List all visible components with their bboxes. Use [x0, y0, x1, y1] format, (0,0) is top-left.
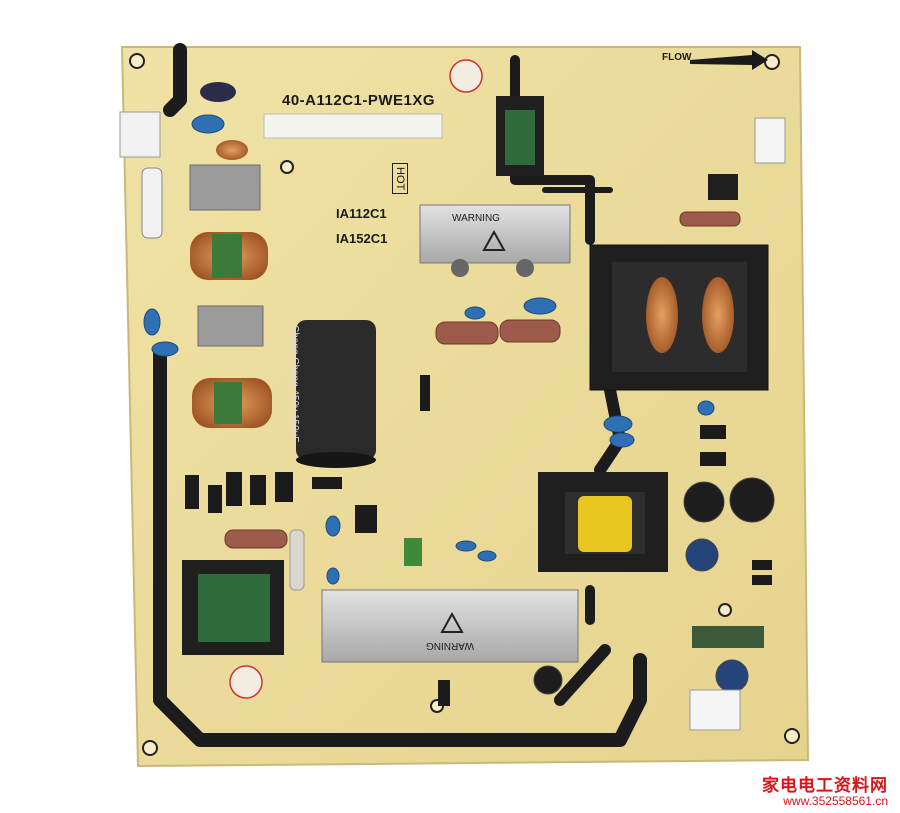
warning-triangle-icon: [482, 229, 506, 251]
ceramic-resistor: [289, 529, 305, 591]
barcode-sticker: [263, 113, 443, 139]
warning-label-bottom: WARNING: [426, 640, 474, 651]
diodes: [185, 375, 772, 706]
red-stamp-2: [229, 665, 263, 699]
input-connector: [119, 111, 161, 158]
capacitor-marking: Chang Chang 450v 150uF: [289, 325, 300, 443]
board-code-1: IA112C1: [336, 206, 387, 221]
watermark-url: www.352558561.cn: [783, 794, 888, 808]
flow-arrow-icon: [690, 50, 768, 70]
small-choke: [200, 82, 236, 102]
x-capacitors: [189, 164, 264, 347]
common-mode-chokes: [190, 232, 272, 428]
output-capacitors: [533, 477, 775, 695]
board-code-2: IA152C1: [336, 231, 388, 246]
fuse: [141, 167, 163, 239]
output-connector: [689, 689, 741, 731]
bottom-heatsink: [321, 589, 579, 663]
bulk-capacitor: [296, 320, 376, 460]
mounting-holes: [129, 53, 800, 756]
board-model-label: 40-A112C1-PWE1XG: [282, 92, 436, 109]
small-module: [692, 626, 764, 648]
optocoupler: [708, 174, 738, 200]
warning-label-top: WARNING: [452, 213, 500, 224]
green-capacitor: [404, 538, 422, 566]
blue-capacitors: [143, 114, 715, 585]
flow-label: FLOW: [662, 52, 692, 63]
red-stamp: [449, 59, 483, 93]
small-choke-coil: [216, 140, 248, 160]
watermark-site-name: 家电电工资料网: [762, 776, 888, 796]
signal-connector: [754, 117, 786, 164]
hot-zone-label: HOT: [392, 163, 408, 195]
power-resistors: [224, 211, 741, 549]
